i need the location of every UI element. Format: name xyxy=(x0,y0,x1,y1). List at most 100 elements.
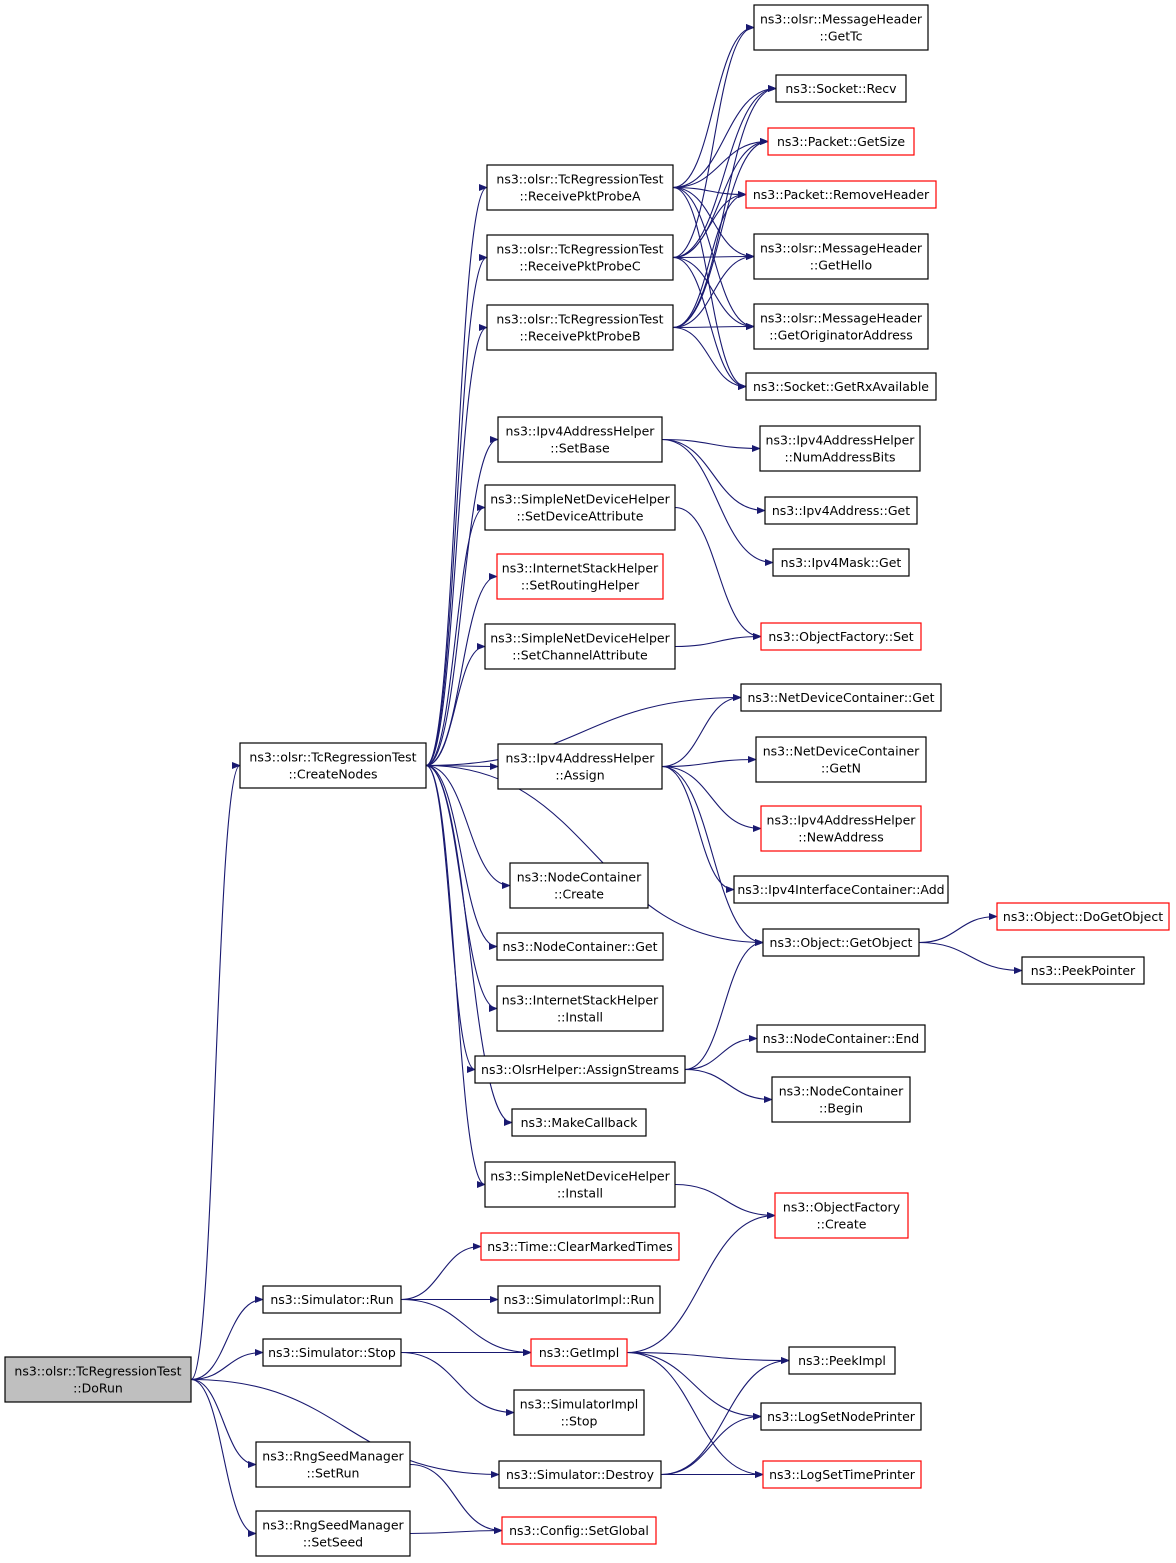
node-label: ::NumAddressBits xyxy=(784,450,895,465)
node-label: ns3::GetImpl xyxy=(539,1345,619,1360)
edge-GetImpl-to-OFCreate xyxy=(626,1211,776,1354)
node-NDCGet[interactable]: ns3::NetDeviceContainer::Get xyxy=(740,683,942,712)
node-SNDHInstall[interactable]: ns3::SimpleNetDeviceHelper::Install xyxy=(484,1161,676,1208)
node-Assign[interactable]: ns3::Ipv4AddressHelper::Assign xyxy=(497,743,663,790)
node-box xyxy=(762,928,920,957)
node-CreateNodes[interactable]: ns3::olsr::TcRegressionTest::CreateNodes xyxy=(239,742,427,789)
node-ProbeC[interactable]: ns3::olsr::TcRegressionTest::ReceivePktP… xyxy=(486,234,674,281)
node-GetRx[interactable]: ns3::Socket::GetRxAvailable xyxy=(745,372,937,401)
node-SetBase[interactable]: ns3::Ipv4AddressHelper::SetBase xyxy=(497,416,663,463)
node-ClearTimes[interactable]: ns3::Time::ClearMarkedTimes xyxy=(480,1232,680,1261)
node-SetSeed[interactable]: ns3::RngSeedManager::SetSeed xyxy=(255,1510,411,1557)
node-SetRun[interactable]: ns3::RngSeedManager::SetRun xyxy=(255,1441,411,1488)
node-Recv[interactable]: ns3::Socket::Recv xyxy=(775,74,907,103)
node-LogNode[interactable]: ns3::LogSetNodePrinter xyxy=(760,1402,922,1431)
node-ProbeB[interactable]: ns3::olsr::TcRegressionTest::ReceivePktP… xyxy=(486,304,674,351)
node-box xyxy=(4,1356,192,1403)
node-RemoveHeader[interactable]: ns3::Packet::RemoveHeader xyxy=(745,180,937,209)
node-NewAddr[interactable]: ns3::Ipv4AddressHelper::NewAddress xyxy=(760,805,922,852)
node-label: ns3::SimulatorImpl::Run xyxy=(504,1292,655,1307)
node-GetOrig[interactable]: ns3::olsr::MessageHeader::GetOriginatorA… xyxy=(753,303,929,350)
node-SimDestroy[interactable]: ns3::Simulator::Destroy xyxy=(498,1460,662,1489)
node-label: ns3::olsr::TcRegressionTest xyxy=(14,1364,181,1379)
node-NCGet[interactable]: ns3::NodeContainer::Get xyxy=(496,932,664,961)
node-DoGetObject[interactable]: ns3::Object::DoGetObject xyxy=(996,902,1170,931)
node-GetHello[interactable]: ns3::olsr::MessageHeader::GetHello xyxy=(753,233,929,280)
node-AddrGet[interactable]: ns3::Ipv4Address::Get xyxy=(764,496,918,525)
node-box xyxy=(255,1510,411,1557)
node-NumBits[interactable]: ns3::Ipv4AddressHelper::NumAddressBits xyxy=(759,425,921,472)
node-PeekPointer[interactable]: ns3::PeekPointer xyxy=(1021,956,1145,985)
edge-GetImpl-to-LogNode xyxy=(626,1351,762,1421)
edge-ProbeA-to-GetSize xyxy=(672,137,769,189)
node-ProbeA[interactable]: ns3::olsr::TcRegressionTest::ReceivePktP… xyxy=(486,164,674,211)
edge-GetObject-to-DoGetObject xyxy=(918,912,998,944)
node-GetObject[interactable]: ns3::Object::GetObject xyxy=(762,928,920,957)
node-MaskGet[interactable]: ns3::Ipv4Mask::Get xyxy=(772,548,910,577)
node-SetGlobal[interactable]: ns3::Config::SetGlobal xyxy=(501,1516,657,1545)
edge-GetImpl-to-PeekImpl xyxy=(626,1351,790,1365)
node-box xyxy=(774,1192,909,1239)
node-label: ns3::ObjectFactory xyxy=(783,1200,901,1215)
edge-SetRun-to-SetGlobal xyxy=(409,1463,503,1535)
node-label: ::GetN xyxy=(821,761,861,776)
node-box xyxy=(733,875,949,904)
node-label: ns3::Ipv4AddressHelper xyxy=(506,751,656,766)
node-box xyxy=(760,622,922,651)
node-ImplRun[interactable]: ns3::SimulatorImpl::Run xyxy=(497,1285,661,1314)
node-SimRun[interactable]: ns3::Simulator::Run xyxy=(262,1285,402,1314)
node-box xyxy=(755,736,927,783)
node-IfAdd[interactable]: ns3::Ipv4InterfaceContainer::Add xyxy=(733,875,949,904)
node-NDCGetN[interactable]: ns3::NetDeviceContainer::GetN xyxy=(755,736,927,783)
node-MakeCallback[interactable]: ns3::MakeCallback xyxy=(511,1108,647,1137)
node-NCCreate[interactable]: ns3::NodeContainer::Create xyxy=(509,862,649,909)
node-SetDevAttr[interactable]: ns3::SimpleNetDeviceHelper::SetDeviceAtt… xyxy=(484,484,676,531)
node-label: ::SetChannelAttribute xyxy=(512,648,648,663)
node-SetRouting[interactable]: ns3::InternetStackHelper::SetRoutingHelp… xyxy=(496,553,664,600)
edge-CreateNodes-to-SNDHInstall xyxy=(425,764,486,1188)
node-label: ::GetOriginatorAddress xyxy=(769,328,913,343)
node-ISHInstall[interactable]: ns3::InternetStackHelper::Install xyxy=(496,985,664,1032)
node-label: ns3::Packet::GetSize xyxy=(777,134,905,149)
node-GetImpl[interactable]: ns3::GetImpl xyxy=(530,1338,628,1367)
node-GetSize[interactable]: ns3::Packet::GetSize xyxy=(767,127,915,156)
node-label: ns3::PeekPointer xyxy=(1031,963,1136,978)
edge-CreateNodes-to-NCGet xyxy=(425,764,498,951)
node-label: ::SetRoutingHelper xyxy=(521,578,640,593)
edge-ProbeC-to-GetRx xyxy=(672,256,747,391)
edge-AssignStreams-to-NCEnd xyxy=(684,1034,758,1071)
node-OFCreate[interactable]: ns3::ObjectFactory::Create xyxy=(774,1192,909,1239)
node-box xyxy=(498,1460,662,1489)
edge-DoRun-to-SimRun xyxy=(190,1295,264,1381)
node-GetTc[interactable]: ns3::olsr::MessageHeader::GetTc xyxy=(753,4,929,51)
edge-AssignStreams-to-GetObject xyxy=(684,938,764,1071)
node-box xyxy=(511,1108,647,1137)
edge-GetObject-to-PeekPointer xyxy=(918,941,1023,975)
node-box xyxy=(496,985,664,1032)
node-NCBegin[interactable]: ns3::NodeContainer::Begin xyxy=(771,1076,911,1123)
node-label: ns3::SimulatorImpl xyxy=(520,1397,638,1412)
node-box xyxy=(497,1285,661,1314)
node-NCEnd[interactable]: ns3::NodeContainer::End xyxy=(756,1024,926,1053)
edge-CreateNodes-to-ProbeA xyxy=(425,184,488,767)
node-box xyxy=(753,4,929,51)
node-box xyxy=(1021,956,1145,985)
node-box xyxy=(513,1389,645,1436)
node-box xyxy=(239,742,427,789)
node-PeekImpl[interactable]: ns3::PeekImpl xyxy=(788,1346,896,1375)
edge-SimRun-to-GetImpl xyxy=(400,1298,532,1357)
node-ImplStop[interactable]: ns3::SimulatorImpl::Stop xyxy=(513,1389,645,1436)
node-SimStop[interactable]: ns3::Simulator::Stop xyxy=(262,1338,402,1367)
node-box xyxy=(262,1285,402,1314)
node-OFSet[interactable]: ns3::ObjectFactory::Set xyxy=(760,622,922,651)
node-AssignStreams[interactable]: ns3::OlsrHelper::AssignStreams xyxy=(474,1055,686,1084)
node-SetChanAttr[interactable]: ns3::SimpleNetDeviceHelper::SetChannelAt… xyxy=(484,623,676,670)
node-label: ns3::PeekImpl xyxy=(798,1353,886,1368)
node-LogTime[interactable]: ns3::LogSetTimePrinter xyxy=(762,1460,922,1489)
node-label: ns3::NetDeviceContainer::Get xyxy=(747,690,934,705)
node-box xyxy=(764,496,918,525)
node-DoRun[interactable]: ns3::olsr::TcRegressionTest::DoRun xyxy=(4,1356,192,1403)
edge-Assign-to-GetObject xyxy=(661,765,764,947)
node-label: ns3::Time::ClearMarkedTimes xyxy=(487,1239,673,1254)
